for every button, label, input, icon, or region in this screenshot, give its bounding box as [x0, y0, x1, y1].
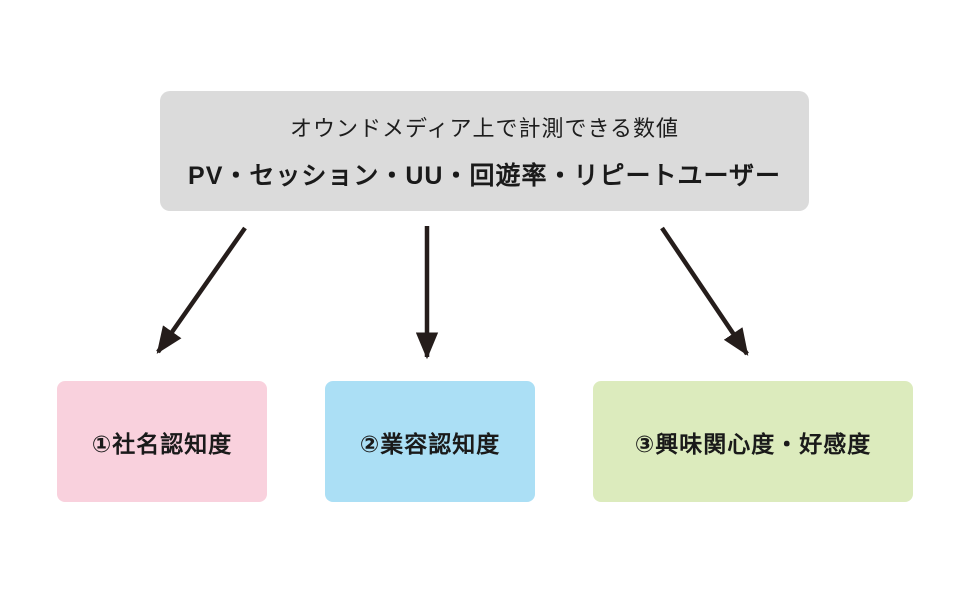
- target-box-interest-favorability-label: ③興味関心度・好感度: [634, 430, 872, 457]
- source-box-metrics: PV・セッション・UU・回遊率・リピートユーザー: [188, 161, 781, 190]
- source-box: オウンドメディア上で計測できる数値 PV・セッション・UU・回遊率・リピートユー…: [160, 91, 809, 211]
- target-box-company-awareness: ①社名認知度: [57, 381, 267, 502]
- target-box-company-awareness-label: ①社名認知度: [91, 430, 233, 457]
- target-box-business-awareness: ②業容認知度: [325, 381, 535, 502]
- target-box-interest-favorability: ③興味関心度・好感度: [593, 381, 913, 502]
- source-box-subtitle: オウンドメディア上で計測できる数値: [289, 115, 680, 141]
- target-box-business-awareness-label: ②業容認知度: [359, 430, 501, 457]
- arrow-to-interest-favorability: [660, 226, 749, 356]
- arrow-to-company-awareness: [156, 226, 247, 354]
